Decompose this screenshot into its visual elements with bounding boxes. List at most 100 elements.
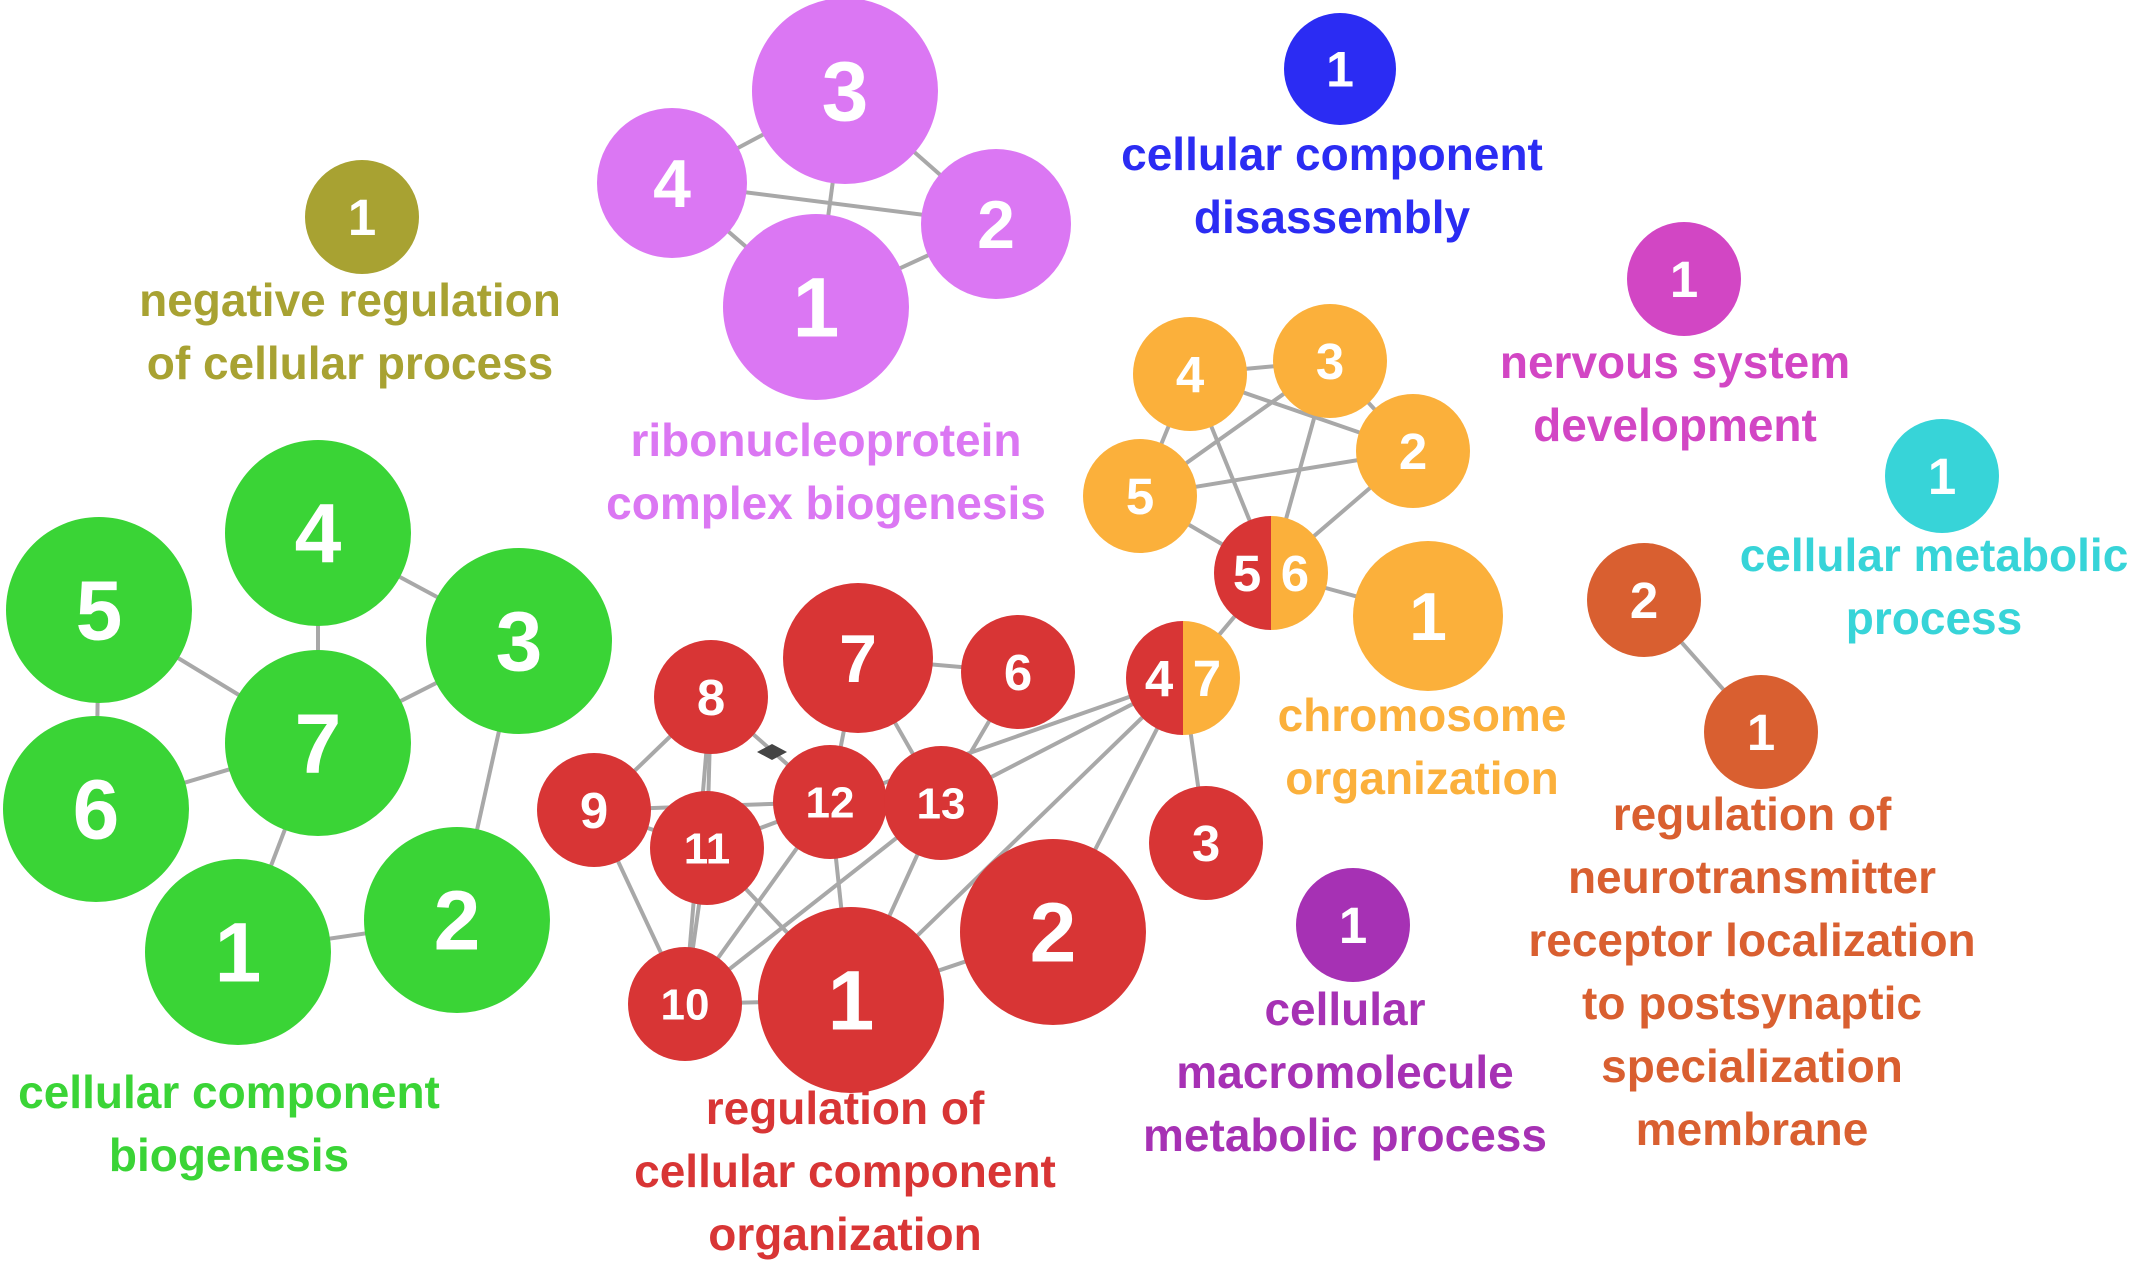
cluster-label-line: regulation of	[1613, 788, 1892, 840]
node-circle	[1885, 419, 1999, 533]
cluster-label-line: negative regulation	[139, 274, 561, 326]
node-number-o1: 1	[348, 189, 376, 246]
cluster-label-line: nervous system	[1500, 336, 1850, 388]
node-green-3[interactable]: 3	[426, 548, 612, 734]
diamond-marker-icon	[757, 744, 787, 760]
node-number-g1: 1	[215, 905, 262, 999]
node-green-5[interactable]: 5	[6, 517, 192, 703]
node-red-9[interactable]: 9	[537, 753, 651, 867]
cluster-label-line: macromolecule	[1176, 1046, 1513, 1098]
shared-node-number-right: 7	[1193, 650, 1221, 707]
node-green-2[interactable]: 2	[364, 827, 550, 1013]
cluster-label-line: metabolic process	[1143, 1109, 1547, 1161]
node-circle	[225, 440, 411, 626]
node-orange-1[interactable]: 1	[1353, 541, 1503, 691]
node-number-r10: 10	[661, 980, 710, 1029]
node-circle	[1149, 786, 1263, 900]
node-purple-1[interactable]: 1	[1296, 868, 1410, 982]
node-number-t2: 2	[1630, 572, 1658, 629]
node-circle	[1133, 317, 1247, 431]
node-number-r3: 3	[1192, 815, 1220, 872]
shared-node-right-half	[1271, 516, 1328, 630]
node-circle	[884, 746, 998, 860]
node-circle	[6, 517, 192, 703]
node-red-8[interactable]: 8	[654, 640, 768, 754]
node-circle	[961, 615, 1075, 729]
node-red-10[interactable]: 10	[628, 947, 742, 1061]
node-number-y5: 5	[1126, 468, 1154, 525]
shared-node-number-right: 6	[1281, 545, 1309, 602]
cluster-label-line: organization	[708, 1208, 981, 1260]
node-red-3[interactable]: 3	[1149, 786, 1263, 900]
cluster-label-line: cellular component	[634, 1145, 1056, 1197]
shared-node-number-left: 5	[1233, 545, 1261, 602]
cluster-label-red: regulation of cellular component organizat…	[634, 1082, 1056, 1260]
node-circle	[758, 907, 944, 1093]
node-violet-3[interactable]: 3	[752, 0, 938, 184]
node-violet-1[interactable]: 1	[723, 214, 909, 400]
node-number-y2: 2	[1399, 423, 1427, 480]
node-number-g7: 7	[295, 696, 342, 790]
node-green-1[interactable]: 1	[145, 859, 331, 1045]
cluster-label-line: neurotransmitter	[1568, 851, 1936, 903]
node-orange-5[interactable]: 5	[1083, 439, 1197, 553]
node-rust-1[interactable]: 1	[1704, 675, 1818, 789]
node-olive-1[interactable]: 1	[305, 160, 419, 274]
node-number-r9: 9	[580, 782, 608, 839]
node-orange-3[interactable]: 3	[1273, 304, 1387, 418]
cluster-label-line: regulation of	[706, 1082, 985, 1134]
node-number-y4: 4	[1176, 346, 1205, 403]
node-circle	[628, 947, 742, 1061]
node-circle	[654, 640, 768, 754]
node-number-g6: 6	[73, 762, 120, 856]
node-circle	[1627, 222, 1741, 336]
node-number-y3: 3	[1316, 333, 1344, 390]
node-number-v2: 2	[977, 187, 1015, 263]
node-violet-4[interactable]: 4	[597, 108, 747, 258]
shared-node-left-half	[1214, 516, 1271, 630]
node-circle	[1704, 675, 1818, 789]
cluster-label-line: process	[1846, 592, 2022, 644]
node-red-6[interactable]: 6	[961, 615, 1075, 729]
node-green-7[interactable]: 7	[225, 650, 411, 836]
node-number-r6: 6	[1004, 644, 1032, 701]
node-rust-2[interactable]: 2	[1587, 543, 1701, 657]
cluster-label-line: organization	[1285, 752, 1558, 804]
node-orange-4[interactable]: 4	[1133, 317, 1247, 431]
node-number-c1: 1	[1928, 448, 1956, 505]
cluster-label-line: chromosome	[1278, 689, 1567, 741]
node-number-r7: 7	[839, 621, 877, 697]
node-number-r11: 11	[684, 824, 731, 873]
node-blue-1[interactable]: 1	[1284, 13, 1396, 125]
node-green-4[interactable]: 4	[225, 440, 411, 626]
node-red-12[interactable]: 12	[773, 745, 887, 859]
node-circle	[1273, 304, 1387, 418]
node-red-1[interactable]: 1	[758, 907, 944, 1093]
cluster-label-line: to postsynaptic	[1582, 977, 1922, 1029]
node-orange-2[interactable]: 2	[1356, 394, 1470, 508]
node-red-2[interactable]: 2	[960, 839, 1146, 1025]
node-cyan-1[interactable]: 1	[1885, 419, 1999, 533]
cluster-label-line: complex biogenesis	[606, 477, 1046, 529]
cluster-label-line: cellular metabolic	[1740, 529, 2129, 581]
cluster-label-line: of cellular process	[147, 337, 554, 389]
node-red-7[interactable]: 7	[783, 583, 933, 733]
node-red-13[interactable]: 13	[884, 746, 998, 860]
node-circle	[960, 839, 1146, 1025]
node-violet-2[interactable]: 2	[921, 149, 1071, 299]
node-red-11[interactable]: 11	[650, 791, 764, 905]
node-green-6[interactable]: 6	[3, 716, 189, 902]
node-magenta-1[interactable]: 1	[1627, 222, 1741, 336]
node-circle	[1356, 394, 1470, 508]
cluster-label-line: disassembly	[1194, 191, 1471, 243]
node-circle	[3, 716, 189, 902]
cluster-label-line: specialization	[1601, 1040, 1903, 1092]
